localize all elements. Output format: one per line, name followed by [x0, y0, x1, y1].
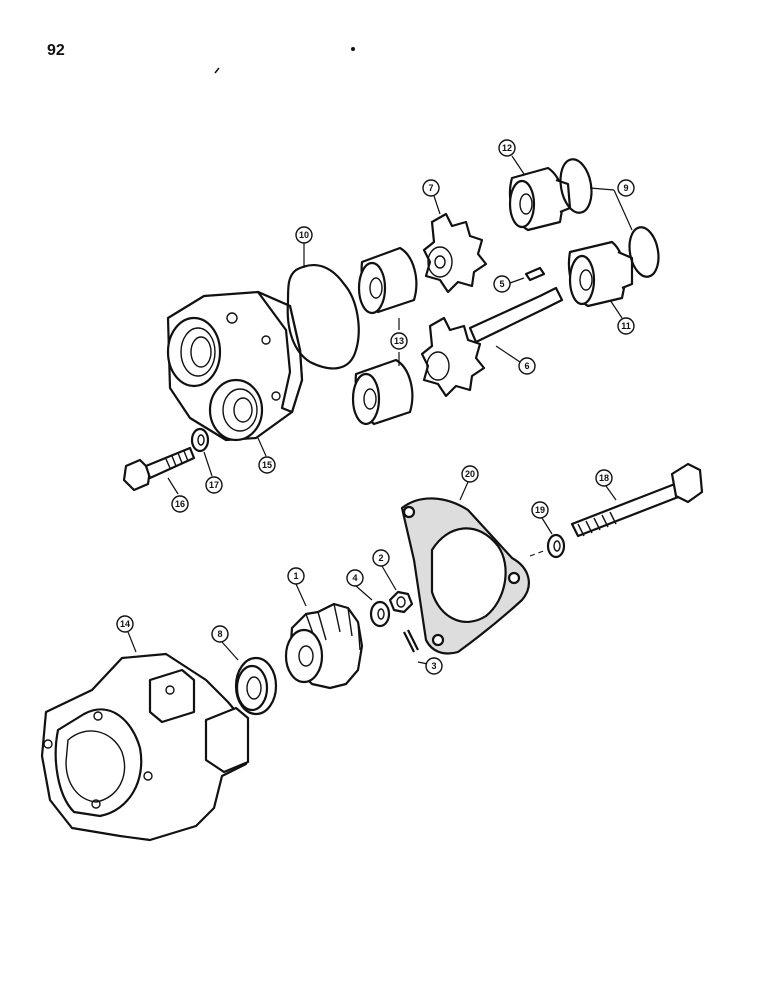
key-part-5: [524, 266, 546, 282]
callout-3: 3: [425, 657, 443, 675]
svg-text:18: 18: [599, 473, 609, 483]
callout-7: 7: [422, 179, 440, 197]
svg-text:3: 3: [431, 661, 436, 671]
svg-text:6: 6: [524, 361, 529, 371]
callout-14: 14: [116, 615, 134, 633]
bushing-part-13-lower: [351, 358, 414, 426]
gasket-part-10: [286, 264, 360, 370]
bushing-part-13-upper: [357, 246, 418, 315]
o-ring-part-9-upper: [559, 158, 593, 214]
svg-text:13: 13: [394, 336, 404, 346]
callout-1: 1: [287, 567, 305, 585]
helical-gear-part-1: [284, 602, 364, 690]
callout-8: 8: [211, 625, 229, 643]
callout-2: 2: [372, 549, 390, 567]
callout-18: 18: [595, 469, 613, 487]
svg-text:5: 5: [499, 279, 504, 289]
long-bolt-part-18: [570, 462, 704, 538]
callout-10: 10: [295, 226, 313, 244]
svg-text:7: 7: [428, 183, 433, 193]
page-number: 92: [47, 42, 65, 59]
svg-text:20: 20: [465, 469, 475, 479]
callout-15: 15: [258, 456, 276, 474]
o-ring-part-9-lower: [628, 226, 660, 278]
pump-body-part-14: [40, 652, 250, 842]
nut-part-2: [388, 590, 414, 614]
svg-text:17: 17: [209, 480, 219, 490]
svg-text:12: 12: [502, 143, 512, 153]
washer-part-4: [369, 600, 391, 628]
callout-19: 19: [531, 501, 549, 519]
callout-9: 9: [617, 179, 635, 197]
washer-part-17: [190, 427, 210, 453]
svg-text:10: 10: [299, 230, 309, 240]
bearing-block-part-11: [567, 240, 634, 308]
svg-text:16: 16: [175, 499, 185, 509]
svg-text:11: 11: [621, 321, 631, 331]
seal-part-8: [234, 656, 278, 716]
callout-4: 4: [346, 569, 364, 587]
callout-13: 13: [390, 332, 408, 350]
callout-17: 17: [205, 476, 223, 494]
callout-20: 20: [461, 465, 479, 483]
stray-mark: [214, 67, 220, 74]
stray-mark: [351, 47, 355, 51]
washer-part-19: [546, 533, 566, 559]
drive-gear-shaft-part-6: [420, 286, 564, 398]
svg-text:4: 4: [352, 573, 357, 583]
callout-6: 6: [518, 357, 536, 375]
svg-text:8: 8: [217, 629, 222, 639]
svg-text:9: 9: [623, 183, 628, 193]
callout-11: 11: [617, 317, 635, 335]
svg-text:15: 15: [262, 460, 272, 470]
flange-gasket-part-20: [400, 497, 530, 655]
idler-gear-part-7: [422, 212, 488, 294]
callout-16: 16: [171, 495, 189, 513]
pump-cover-part-15: [166, 290, 304, 442]
svg-text:2: 2: [378, 553, 383, 563]
callout-5: 5: [493, 275, 511, 293]
bolt-part-16: [122, 446, 196, 492]
svg-text:19: 19: [535, 505, 545, 515]
cotter-pin-part-3: [403, 629, 419, 653]
leader-lines: [127, 155, 633, 665]
svg-text:1: 1: [293, 571, 298, 581]
svg-text:14: 14: [120, 619, 130, 629]
callout-12: 12: [498, 139, 516, 157]
